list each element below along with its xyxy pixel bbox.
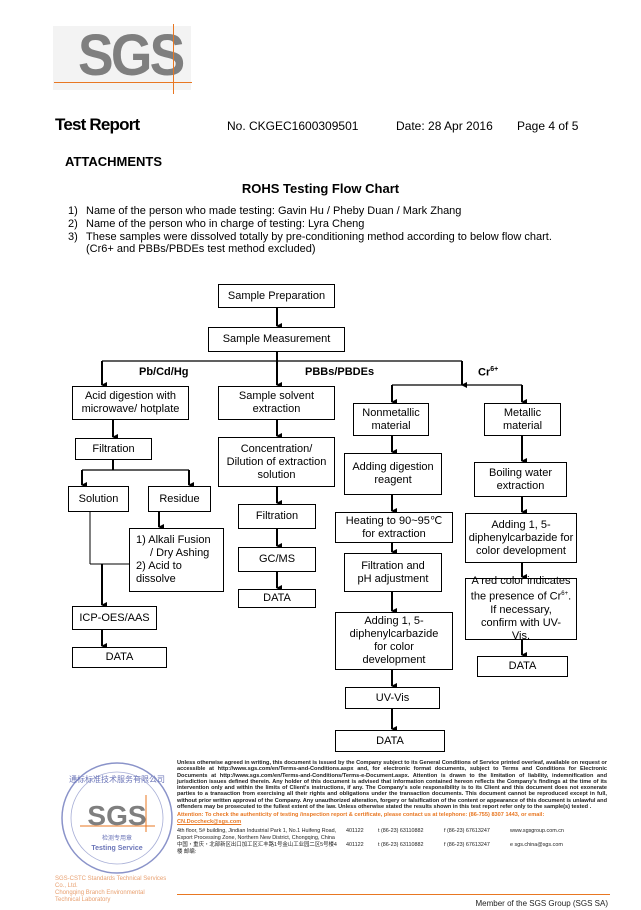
stamp-cn-label: 检测专用章: [102, 834, 132, 842]
box-red-color: A red color indicates the presence of Cr…: [465, 575, 577, 642]
box-solution: Solution: [68, 486, 129, 512]
fax-2: f (86-23) 67613247: [444, 842, 490, 849]
website-link[interactable]: www.sgsgroup.com.cn: [510, 828, 564, 835]
box-sample-preparation: Sample Preparation: [218, 284, 335, 308]
testing-service-stamp: 通标标准技术服务有限公司 SGS 检测专用章 Testing Service: [61, 762, 173, 874]
member-of-sgs: Member of the SGS Group (SGS SA): [475, 899, 609, 908]
stamp-top-text: 通标标准技术服务有限公司: [69, 774, 165, 784]
box-adding-dpc-nonmetal: Adding 1, 5-diphenylcarbazide for color …: [335, 612, 453, 670]
box-gcms: GC/MS: [238, 547, 316, 572]
logo-orange-vline: [173, 24, 174, 94]
report-title: Test Report: [55, 115, 140, 134]
box-data-nonmetal: DATA: [335, 730, 445, 752]
box-filtration-ph: Filtration and pH adjustment: [344, 553, 442, 592]
footer-address-block: 4th floor, 5# building, Jindian Industri…: [177, 828, 607, 855]
label-pbbs-pbdes: PBBs/PBDEs: [305, 366, 375, 378]
fax-1: f (86-23) 67613247: [444, 828, 490, 835]
box-concentration: Concentration/ Dilution of extraction so…: [218, 437, 335, 487]
address-english: 4th floor, 5# building, Jindian Industri…: [177, 828, 337, 841]
report-date: Date: 28 Apr 2016: [396, 119, 493, 133]
footer-attention: Attention: To check the authenticity of …: [177, 812, 545, 825]
box-data-pb: DATA: [72, 647, 167, 668]
box-nonmetallic: Nonmetallic material: [353, 403, 429, 436]
report-number: No. CKGEC1600309501: [227, 119, 359, 133]
address-chinese: 中国・重庆・北部新区出口加工区汇丰路1号金山工业园二区5号楼4楼 邮编:: [177, 842, 337, 855]
label-cr6: Cr6+: [478, 366, 499, 379]
stamp-en-label: Testing Service: [91, 845, 142, 852]
note-3: 3)These samples were dissolved totally b…: [68, 231, 552, 243]
note-2: 2)Name of the person who in charge of te…: [68, 218, 365, 230]
footer-disclaimer: Unless otherwise agreed in writing, this…: [177, 760, 607, 811]
box-uv-vis: UV-Vis: [345, 687, 440, 709]
box-adding-digestion: Adding digestion reagent: [344, 453, 442, 495]
note-3-continuation: (Cr6+ and PBBs/PBDEs test method exclude…: [86, 243, 316, 255]
box-data-metal: DATA: [477, 656, 568, 677]
telephone-1: t (86-23) 63110882: [378, 828, 424, 835]
footer-text-column: Unless otherwise agreed in writing, this…: [177, 760, 607, 855]
telephone-2: t (86-23) 63110882: [378, 842, 424, 849]
stamp-company-text: SGS-CSTC Standards Technical Services Co…: [55, 876, 167, 903]
flow-chart-title: ROHS Testing Flow Chart: [241, 181, 400, 196]
box-boiling-water: Boiling water extraction: [474, 462, 567, 497]
box-filtration-pbb: Filtration: [238, 504, 316, 529]
box-residue: Residue: [148, 486, 211, 512]
china-email-link[interactable]: e sgs.china@sgs.com: [510, 842, 563, 849]
logo-orange-hline: [54, 82, 192, 83]
sgs-logo-text: SGS: [78, 23, 185, 88]
box-solvent-extraction: Sample solvent extraction: [218, 386, 335, 420]
page-number: Page 4 of 5: [517, 119, 579, 133]
box-filtration-pb: Filtration: [75, 438, 152, 460]
box-sample-measurement: Sample Measurement: [208, 327, 345, 352]
postcode-1: 401122: [346, 828, 364, 835]
section-heading: ATTACHMENTS: [65, 154, 163, 169]
doccheck-email-link[interactable]: CN.Doccheck@sgs.com: [177, 818, 242, 825]
postcode-2: 401122: [346, 842, 364, 849]
box-data-pbb: DATA: [238, 589, 316, 608]
box-acid-digestion: Acid digestion with microwave/ hotplate: [72, 386, 189, 420]
box-metallic: Metallic material: [484, 403, 561, 436]
footer-orange-divider: [177, 894, 610, 895]
label-pb-cd-hg: Pb/Cd/Hg: [139, 366, 189, 378]
box-icp-oes-aas: ICP-OES/AAS: [72, 606, 157, 630]
box-heating: Heating to 90~95℃ for extraction: [335, 512, 453, 543]
box-alkali-fusion: 1) Alkali Fusion / Dry Ashing 2) Acid to…: [129, 528, 224, 592]
box-adding-dpc-metal: Adding 1, 5-diphenylcarbazide for color …: [465, 513, 577, 563]
note-1: 1)Name of the person who made testing: G…: [68, 205, 462, 217]
sgs-logo: [53, 26, 191, 90]
